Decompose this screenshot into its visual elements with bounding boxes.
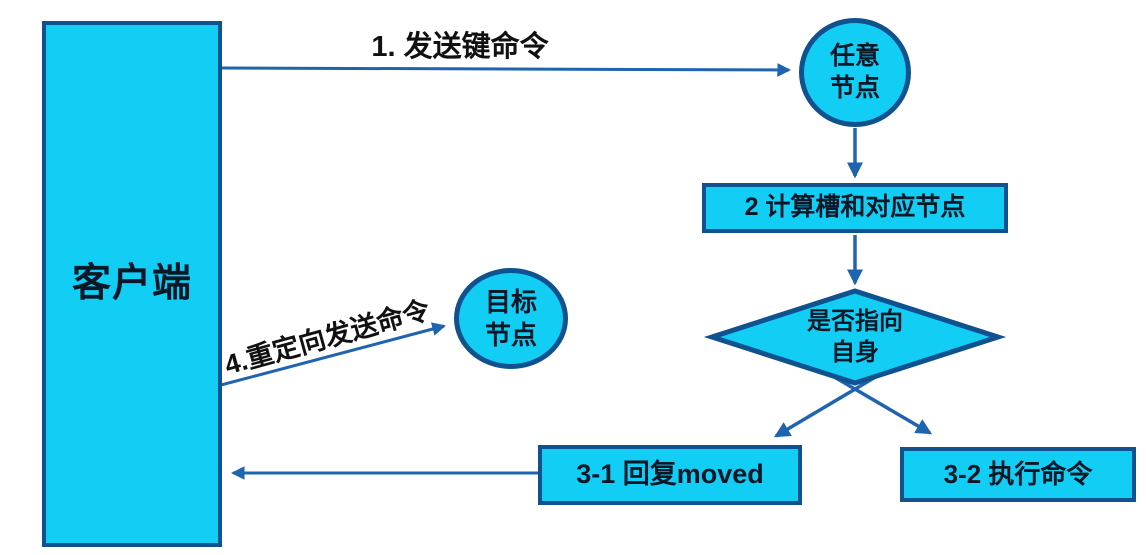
node-calc-slot: 2 计算槽和对应节点 — [702, 183, 1008, 233]
edge-send-key-command — [221, 63, 792, 77]
node-reply-moved: 3-1 回复moved — [538, 445, 802, 505]
node-target-node: 目标 节点 — [454, 268, 568, 369]
node-client: 客户端 — [42, 21, 222, 547]
edge-label-send-key-command: 1. 发送键命令 — [371, 31, 549, 63]
node-exec-command: 3-2 执行命令 — [900, 447, 1136, 502]
node-decision-diamond — [703, 288, 1007, 386]
node-decision-label: 是否指向 自身 — [807, 307, 903, 366]
edge-redirect-send-command — [220, 322, 447, 387]
node-any-node: 任意 节点 — [799, 18, 911, 127]
